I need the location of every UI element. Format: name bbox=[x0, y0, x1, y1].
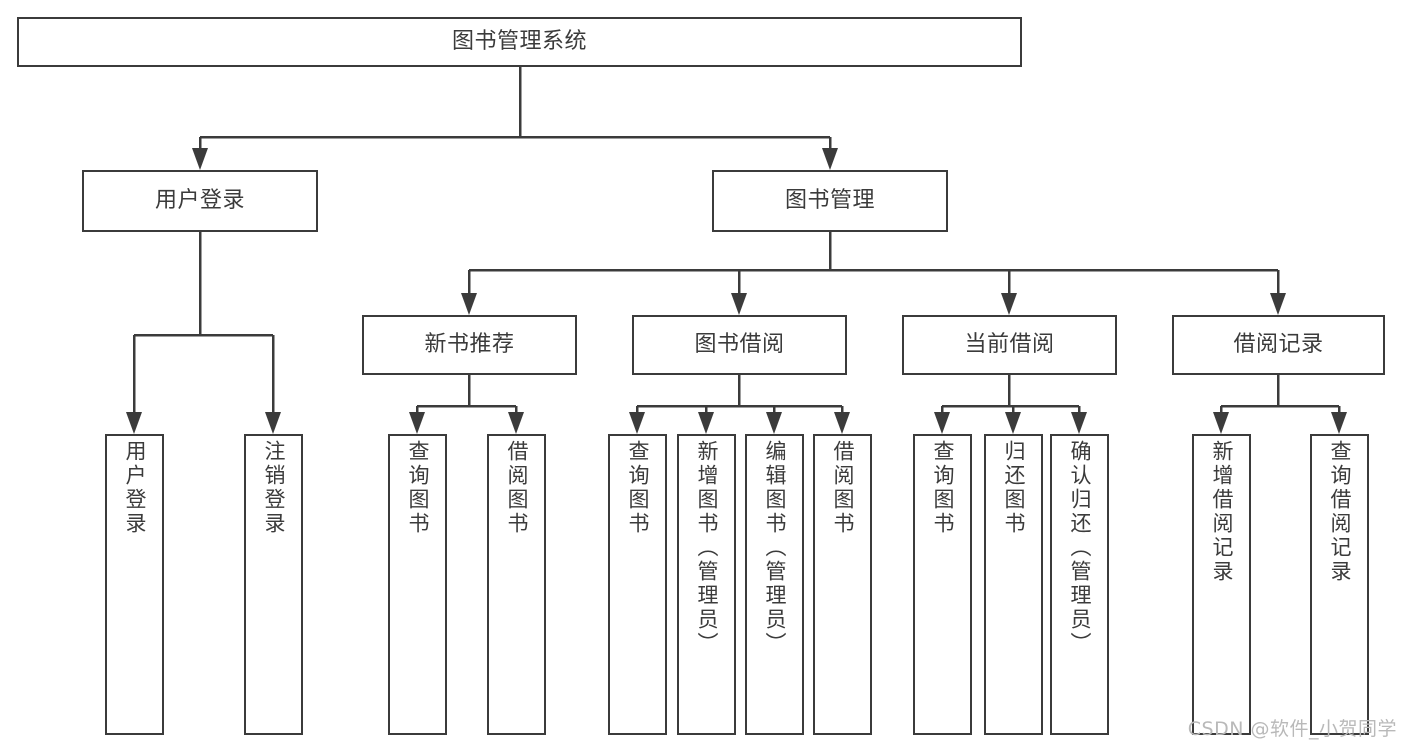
node-label: 编辑图书（管理员） bbox=[763, 440, 787, 656]
node-label: 图书管理系统 bbox=[451, 29, 587, 55]
node-label: 查询图书 bbox=[931, 440, 955, 536]
leaf-node-leaf-borrow-book-2[interactable]: 借阅图书 bbox=[813, 434, 872, 735]
leaf-node-leaf-query-book-2[interactable]: 查询图书 bbox=[608, 434, 667, 735]
node-label: 确认归还（管理员） bbox=[1068, 440, 1092, 656]
leaf-node-leaf-edit-book-admin[interactable]: 编辑图书（管理员） bbox=[745, 434, 804, 735]
leaf-node-leaf-add-book-admin[interactable]: 新增图书（管理员） bbox=[677, 434, 736, 735]
level3-node-borrow-record[interactable]: 借阅记录 bbox=[1172, 315, 1385, 375]
node-label: 注销登录 bbox=[262, 440, 286, 536]
level2-node-book-manage[interactable]: 图书管理 bbox=[712, 170, 948, 232]
node-label: 用户登录 bbox=[123, 440, 147, 536]
node-label: 新增图书（管理员） bbox=[695, 440, 719, 656]
node-label: 借阅图书 bbox=[831, 440, 855, 536]
node-label: 新书推荐 bbox=[424, 332, 515, 358]
node-label: 图书管理 bbox=[784, 188, 875, 214]
node-label: 查询图书 bbox=[406, 440, 430, 536]
leaf-node-leaf-query-borrow-record[interactable]: 查询借阅记录 bbox=[1310, 434, 1369, 735]
level2-node-user-login[interactable]: 用户登录 bbox=[82, 170, 318, 232]
leaf-node-leaf-return-book[interactable]: 归还图书 bbox=[984, 434, 1043, 735]
level3-node-book-borrow[interactable]: 图书借阅 bbox=[632, 315, 847, 375]
leaf-node-leaf-add-borrow-record[interactable]: 新增借阅记录 bbox=[1192, 434, 1251, 735]
node-label: 新增借阅记录 bbox=[1210, 440, 1234, 584]
node-label: 图书借阅 bbox=[694, 332, 785, 358]
node-label: 查询图书 bbox=[626, 440, 650, 536]
root-node-root[interactable]: 图书管理系统 bbox=[17, 17, 1022, 67]
node-label: 当前借阅 bbox=[964, 332, 1055, 358]
level3-node-current-borrow[interactable]: 当前借阅 bbox=[902, 315, 1117, 375]
leaf-node-leaf-query-book-3[interactable]: 查询图书 bbox=[913, 434, 972, 735]
node-label: 借阅图书 bbox=[505, 440, 529, 536]
level3-node-new-book-recommend[interactable]: 新书推荐 bbox=[362, 315, 577, 375]
leaf-node-leaf-logout-login[interactable]: 注销登录 bbox=[244, 434, 303, 735]
leaf-node-leaf-borrow-book-1[interactable]: 借阅图书 bbox=[487, 434, 546, 735]
leaf-node-leaf-query-book-1[interactable]: 查询图书 bbox=[388, 434, 447, 735]
node-label: 查询借阅记录 bbox=[1328, 440, 1352, 584]
node-label: 借阅记录 bbox=[1233, 332, 1324, 358]
node-label: 用户登录 bbox=[154, 188, 245, 214]
node-label: 归还图书 bbox=[1002, 440, 1026, 536]
leaf-node-leaf-user-login[interactable]: 用户登录 bbox=[105, 434, 164, 735]
leaf-node-leaf-confirm-return-admin[interactable]: 确认归还（管理员） bbox=[1050, 434, 1109, 735]
